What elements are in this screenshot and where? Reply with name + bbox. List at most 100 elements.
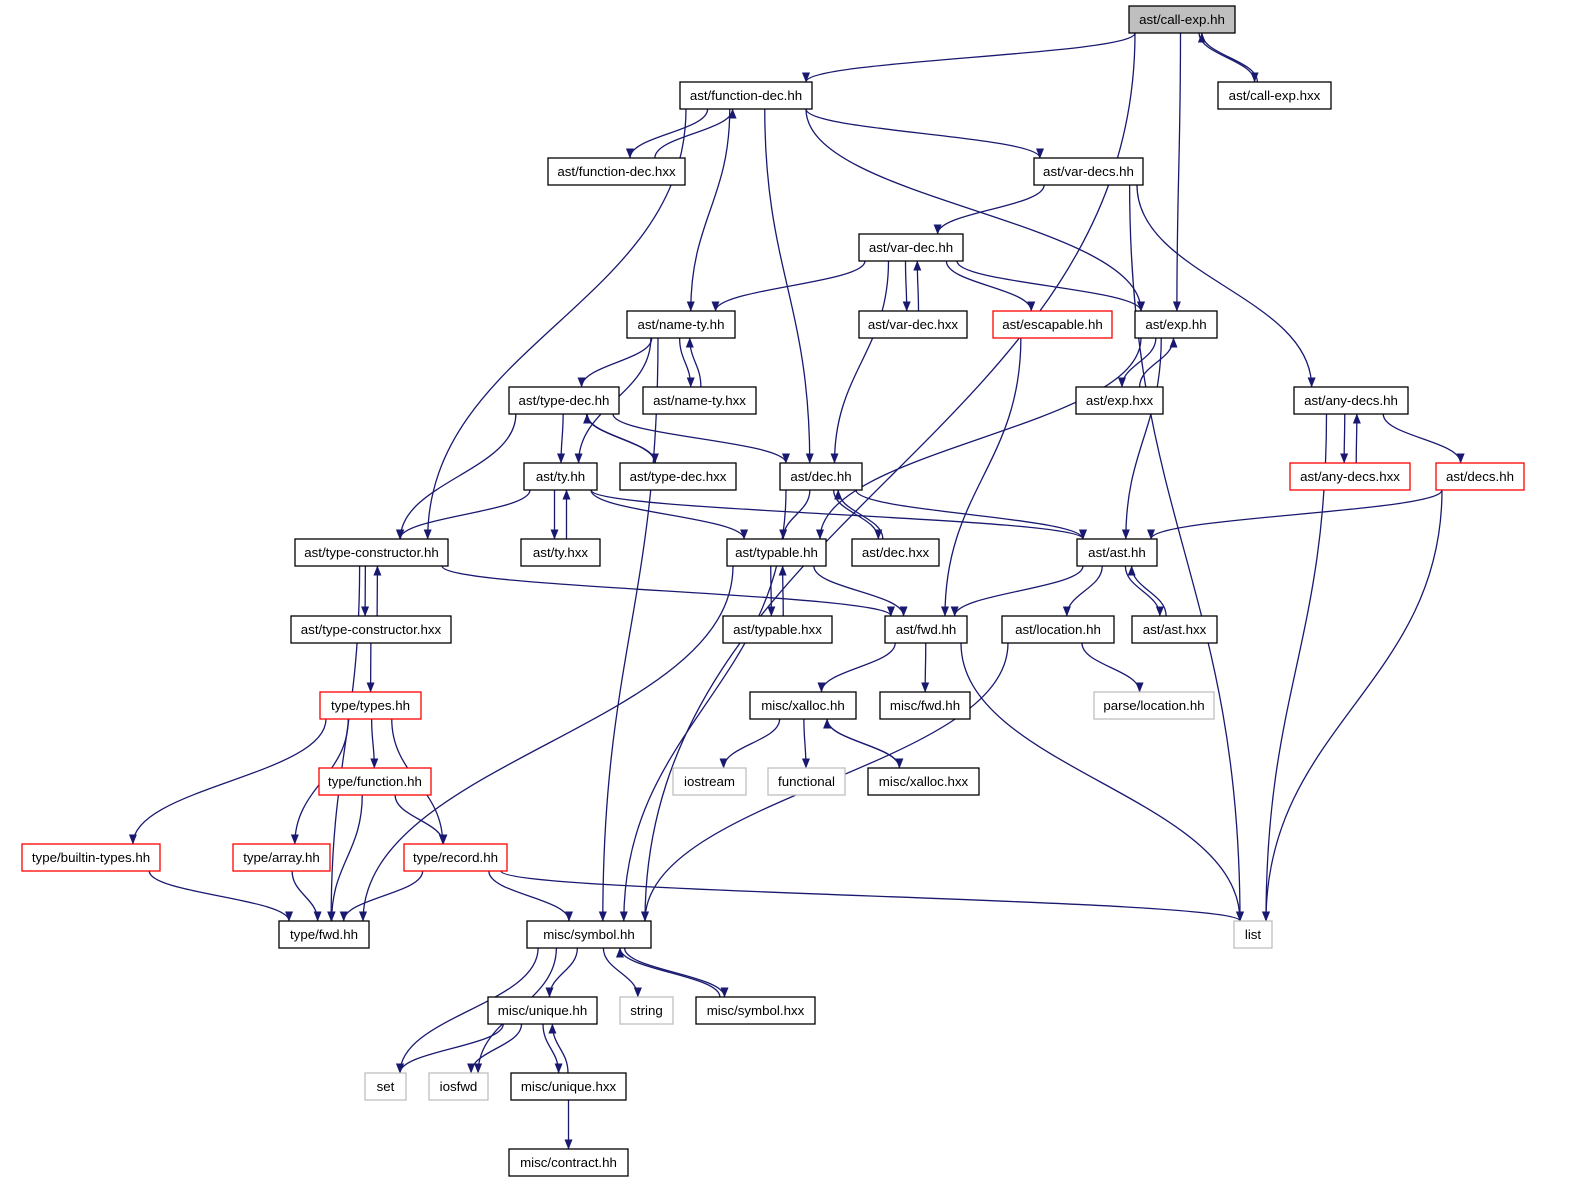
node-box bbox=[364, 1072, 407, 1101]
graph-node[interactable]: ast/type-dec.hh bbox=[508, 386, 620, 415]
graph-node[interactable]: ast/dec.hh bbox=[779, 462, 863, 491]
edge-line bbox=[1382, 413, 1465, 464]
graph-node[interactable]: ast/name-ty.hxx bbox=[642, 386, 757, 415]
node-box bbox=[318, 767, 432, 796]
graph-node[interactable]: ast/name-ty.hh bbox=[626, 310, 736, 339]
edge-line bbox=[128, 718, 327, 845]
graph-node[interactable]: misc/fwd.hh bbox=[879, 691, 971, 720]
dependency-edge bbox=[921, 642, 930, 693]
graph-node[interactable]: ast/any-decs.hxx bbox=[1289, 462, 1411, 491]
edge-line bbox=[1138, 337, 1178, 388]
graph-node[interactable]: misc/contract.hh bbox=[508, 1148, 629, 1177]
node-label: misc/symbol.hxx bbox=[707, 1003, 805, 1018]
node-box bbox=[1217, 81, 1332, 110]
graph-node[interactable]: ast/ty.hh bbox=[523, 462, 598, 491]
graph-node[interactable]: ast/function-dec.hh bbox=[679, 81, 813, 110]
graph-node[interactable]: ast/var-decs.hh bbox=[1033, 157, 1144, 186]
graph-node[interactable]: type/record.hh bbox=[403, 843, 508, 872]
dependency-edge bbox=[339, 870, 424, 922]
graph-node[interactable]: misc/symbol.hh bbox=[526, 920, 652, 949]
node-box bbox=[1435, 462, 1525, 491]
dependency-edge bbox=[542, 1023, 563, 1074]
graph-node[interactable]: ast/type-dec.hxx bbox=[619, 462, 737, 491]
edge-line bbox=[816, 337, 1142, 540]
edge-layer bbox=[128, 32, 1465, 1150]
graph-node[interactable]: set bbox=[364, 1072, 407, 1101]
node-box bbox=[1128, 5, 1236, 34]
node-box bbox=[547, 157, 686, 186]
graph-node[interactable]: misc/unique.hxx bbox=[510, 1072, 627, 1101]
graph-node[interactable]: ast/ast.hh bbox=[1076, 538, 1158, 567]
graph-node[interactable]: ast/escapable.hh bbox=[992, 310, 1113, 339]
dependency-edge bbox=[395, 489, 531, 540]
graph-node[interactable]: ast/typable.hh bbox=[726, 538, 827, 567]
dependency-edge bbox=[394, 794, 448, 845]
graph-node[interactable]: misc/xalloc.hh bbox=[749, 691, 857, 720]
edge-line bbox=[641, 32, 1136, 922]
graph-node[interactable]: ast/decs.hh bbox=[1435, 462, 1525, 491]
edge-line bbox=[548, 1023, 569, 1074]
edge-line bbox=[1352, 413, 1361, 464]
edge-line bbox=[1262, 413, 1328, 922]
edge-line bbox=[802, 32, 1136, 83]
dependency-edge bbox=[1197, 32, 1259, 83]
graph-node[interactable]: string bbox=[619, 996, 674, 1025]
node-box bbox=[508, 386, 620, 415]
edge-line bbox=[940, 337, 1022, 617]
graph-node[interactable]: type/fwd.hh bbox=[278, 920, 370, 949]
graph-node[interactable]: type/function.hh bbox=[318, 767, 432, 796]
graph-node[interactable]: ast/type-constructor.hh bbox=[294, 538, 449, 567]
node-box bbox=[1233, 920, 1273, 949]
graph-node[interactable]: ast/call-exp.hxx bbox=[1217, 81, 1332, 110]
node-box bbox=[294, 538, 449, 567]
graph-node[interactable]: iosfwd bbox=[428, 1072, 489, 1101]
dependency-edge bbox=[855, 489, 1087, 540]
node-label: functional bbox=[778, 774, 835, 789]
graph-node[interactable]: misc/unique.hh bbox=[487, 996, 598, 1025]
dependency-edge bbox=[1062, 565, 1103, 617]
graph-node[interactable]: ast/function-dec.hxx bbox=[547, 157, 686, 186]
graph-node[interactable]: type/types.hh bbox=[319, 691, 422, 720]
edge-line bbox=[1121, 337, 1162, 540]
graph-node[interactable]: ast/type-constructor.hxx bbox=[290, 615, 452, 644]
graph-node[interactable]: iostream bbox=[672, 767, 747, 796]
node-label: string bbox=[630, 1003, 663, 1018]
graph-node[interactable]: type/builtin-types.hh bbox=[21, 843, 161, 872]
graph-node[interactable]: ast/ast.hxx bbox=[1131, 615, 1218, 644]
graph-node[interactable]: ast/location.hh bbox=[1001, 615, 1115, 644]
dependency-edge bbox=[654, 108, 737, 159]
dependency-edge bbox=[945, 260, 1036, 312]
dependency-edge bbox=[1340, 413, 1349, 464]
node-label: ast/call-exp.hh bbox=[1139, 12, 1225, 27]
graph-node[interactable]: list bbox=[1233, 920, 1273, 949]
graph-node[interactable]: ast/exp.hxx bbox=[1075, 386, 1164, 415]
graph-node[interactable]: ast/call-exp.hh bbox=[1128, 5, 1236, 34]
dependency-edge bbox=[1124, 565, 1164, 617]
dependency-edge bbox=[1172, 32, 1182, 312]
graph-node[interactable]: ast/var-dec.hxx bbox=[858, 310, 968, 339]
graph-node[interactable]: ast/typable.hxx bbox=[722, 615, 833, 644]
graph-node[interactable]: ast/ty.hxx bbox=[520, 538, 601, 567]
edge-line bbox=[612, 413, 790, 464]
node-label: ast/function-dec.hh bbox=[690, 88, 802, 103]
node-label: list bbox=[1245, 927, 1262, 942]
graph-node[interactable]: ast/dec.hxx bbox=[851, 538, 940, 567]
edge-line bbox=[778, 565, 787, 617]
node-label: ast/name-ty.hxx bbox=[653, 393, 746, 408]
node-box bbox=[520, 538, 601, 567]
node-box bbox=[526, 920, 652, 949]
graph-node[interactable]: functional bbox=[767, 767, 846, 796]
dependency-edge bbox=[834, 489, 884, 540]
graph-node[interactable]: ast/var-dec.hh bbox=[858, 233, 964, 262]
graph-node[interactable]: misc/symbol.hxx bbox=[695, 996, 816, 1025]
node-box bbox=[1001, 615, 1115, 644]
dependency-edge bbox=[623, 947, 729, 998]
graph-node[interactable]: parse/location.hh bbox=[1093, 691, 1215, 720]
graph-node[interactable]: ast/any-decs.hh bbox=[1293, 386, 1409, 415]
edge-line bbox=[396, 1023, 504, 1074]
graph-node[interactable]: type/array.hh bbox=[232, 843, 331, 872]
graph-node[interactable]: ast/exp.hh bbox=[1134, 310, 1218, 339]
graph-node[interactable]: ast/fwd.hh bbox=[884, 615, 968, 644]
graph-node[interactable]: misc/xalloc.hxx bbox=[867, 767, 980, 796]
edge-line bbox=[950, 565, 1084, 617]
